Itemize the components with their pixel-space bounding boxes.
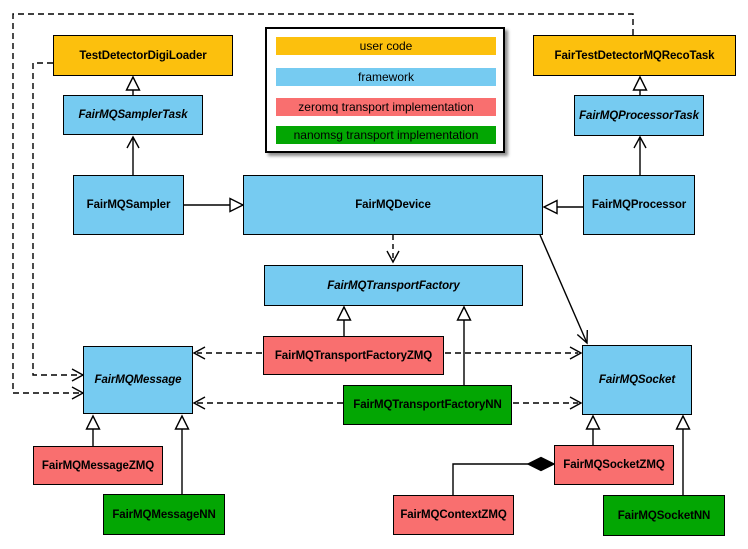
- node-fairtestdetectormqrecotask: FairTestDetectorMQRecoTask: [533, 35, 736, 76]
- edge-device-to-transportfactory: [386, 235, 400, 264]
- edge-samplertask-to-digiloader: [125, 75, 141, 95]
- node-fairmqtransportfactoryzmq: FairMQTransportFactoryZMQ: [263, 336, 444, 375]
- node-fairmqprocessor: FairMQProcessor: [583, 175, 695, 235]
- legend-label-nanomsg: nanomsg transport implementation: [293, 128, 479, 142]
- edge-tfnn-to-transportfactory: [456, 305, 472, 385]
- edge-sampler-to-device: [184, 197, 245, 213]
- edge-tfzmq-to-message: [192, 346, 262, 360]
- edge-messagenn-to-message: [174, 414, 190, 494]
- legend: user code framework zeromq transport imp…: [265, 27, 505, 153]
- edge-socketzmq-to-socket: [585, 414, 601, 445]
- edge-messagezmq-to-message: [85, 414, 101, 446]
- edge-tfzmq-to-transportfactory: [336, 305, 352, 336]
- edge-tfnn-to-message: [192, 396, 343, 410]
- edge-tfzmq-to-socket: [445, 346, 583, 360]
- node-fairmqcontextzmq: FairMQContextZMQ: [393, 495, 514, 535]
- edge-device-to-socket: [539, 234, 588, 345]
- node-testdetectordigiloader: TestDetectorDigiLoader: [53, 35, 233, 76]
- node-fairmqdevice: FairMQDevice: [243, 175, 543, 235]
- legend-item-zeromq: zeromq transport implementation: [276, 98, 496, 116]
- legend-item-framework: framework: [276, 68, 496, 86]
- edge-tfnn-to-socket: [513, 396, 583, 410]
- edge-sampler-to-samplertask: [126, 135, 140, 175]
- node-fairmqmessagezmq: FairMQMessageZMQ: [33, 446, 163, 485]
- node-fairmqtransportfactorynn: FairMQTransportFactoryNN: [343, 385, 512, 425]
- edge-contextzmq-to-socketzmq: [452, 456, 556, 495]
- edge-processortask-to-recotask: [632, 75, 648, 95]
- node-fairmqsamplertask: FairMQSamplerTask: [63, 95, 203, 135]
- legend-label-framework: framework: [357, 70, 414, 84]
- edge-socketnn-to-socket: [675, 414, 691, 495]
- legend-item-user-code: user code: [276, 37, 496, 55]
- legend-label-user-code: user code: [359, 39, 413, 53]
- node-fairmqmessagenn: FairMQMessageNN: [103, 494, 225, 535]
- node-fairmqsampler: FairMQSampler: [73, 175, 184, 235]
- edge-processor-to-processortask: [633, 135, 647, 175]
- node-fairmqtransportfactory: FairMQTransportFactory: [264, 265, 523, 306]
- node-fairmqsocketnn: FairMQSocketNN: [603, 495, 725, 536]
- node-fairmqprocessortask: FairMQProcessorTask: [574, 95, 704, 136]
- edge-processor-to-device: [542, 199, 583, 215]
- legend-item-nanomsg: nanomsg transport implementation: [276, 126, 496, 144]
- node-fairmqsocketzmq: FairMQSocketZMQ: [554, 445, 674, 485]
- legend-label-zeromq: zeromq transport implementation: [298, 100, 474, 114]
- node-fairmqsocket: FairMQSocket: [582, 345, 692, 415]
- node-fairmqmessage: FairMQMessage: [83, 346, 193, 414]
